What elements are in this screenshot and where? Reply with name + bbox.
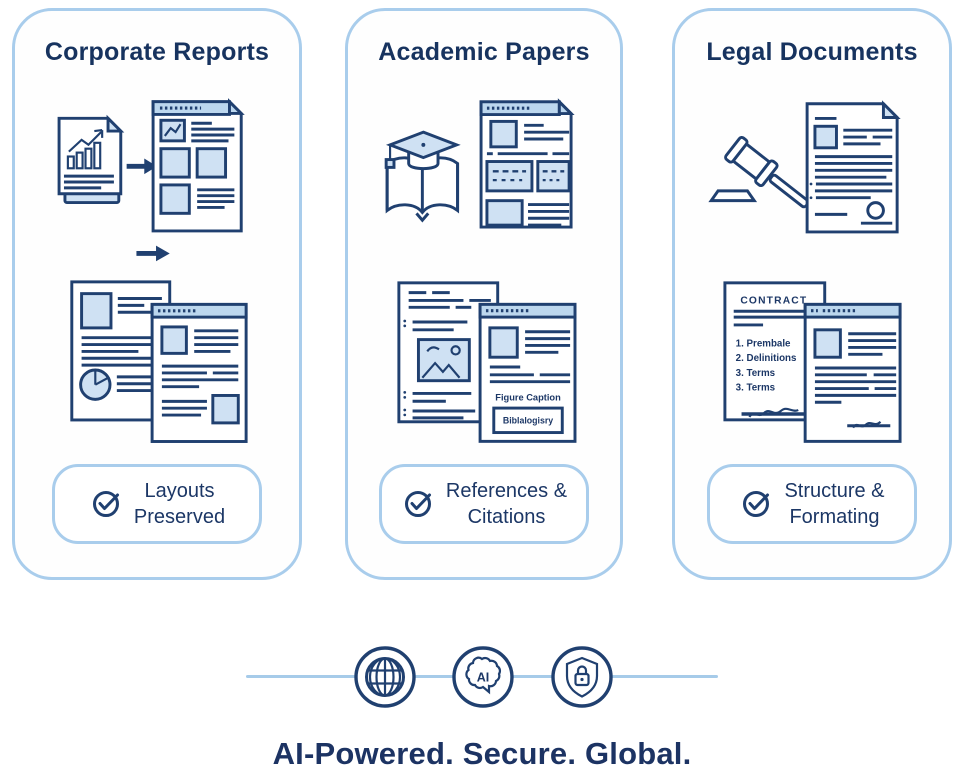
card-title: Corporate Reports (44, 38, 270, 66)
figure-caption-label: Figure Caption (495, 392, 561, 402)
gavel-icon (708, 135, 810, 209)
ai-label: AI (477, 671, 490, 685)
card-title: Academic Papers (378, 38, 590, 66)
tagline: AI-Powered. Secure. Global. (272, 736, 692, 771)
corporate-reports-illustration (15, 91, 299, 461)
feature-badge: Layouts Preserved (52, 464, 262, 544)
feature-badge: References & Citations (379, 464, 589, 544)
badge-label: Layouts Preserved (133, 480, 226, 528)
check-circle-icon (743, 491, 770, 517)
check-circle-icon (92, 491, 119, 517)
contract-item: 2. Delinitions (736, 353, 797, 364)
graduation-cap-book-icon (384, 130, 461, 223)
academic-doc-icon (479, 98, 575, 229)
card-title: Legal Documents (706, 38, 918, 66)
card-corporate-reports: Corporate Reports (12, 8, 302, 580)
contract-item: 3. Terms (736, 382, 776, 393)
bibliography-label: Biblalogisry (503, 416, 553, 426)
arrow-right-icon (136, 245, 170, 262)
paper-with-caption-icon: Figure Caption Biblalogisry (478, 302, 577, 443)
shield-lock-icon (550, 645, 614, 709)
contract-item: 3. Terms (736, 368, 776, 379)
contract-item: 1. Prembale (736, 338, 791, 349)
bar-chart-doc-icon (57, 114, 125, 205)
layout-doc-with-header-icon (150, 302, 248, 443)
ai-brain-icon: AI (451, 645, 515, 709)
legal-doc-with-seal-icon (805, 100, 901, 234)
academic-papers-illustration: Figure Caption Biblalogisry (348, 91, 620, 461)
check-circle-icon (404, 491, 431, 517)
badge-label: References & Citations (445, 480, 568, 528)
globe-icon (353, 645, 417, 709)
badge-label: Structure & Formating (784, 480, 885, 528)
contract-title: CONTRACT (740, 295, 807, 306)
legal-formatted-doc-icon (803, 302, 902, 443)
legal-documents-illustration: CONTRACT 1. Prembale 2. Delinitions 3. T… (675, 91, 949, 461)
formatted-report-doc-icon (151, 98, 245, 233)
arrow-right-icon (126, 158, 157, 175)
feature-badge: Structure & Formating (707, 464, 917, 544)
card-academic-papers: Academic Papers (345, 8, 623, 580)
card-legal-documents: Legal Documents (672, 8, 952, 580)
